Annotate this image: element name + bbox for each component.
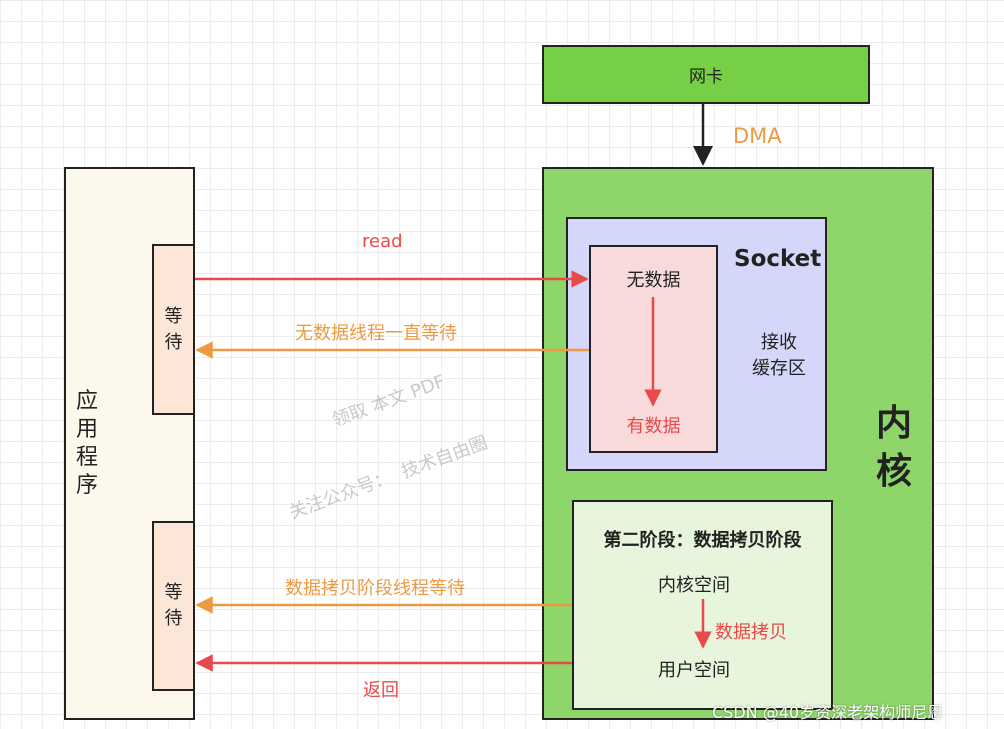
data-copy-label: 数据拷贝 [715, 622, 787, 643]
wait-label-2: 等 待 [164, 582, 183, 629]
credit-watermark: CSDN @40岁资深老架构师尼恩 [712, 703, 944, 722]
wait-box-1: 等 待 [152, 244, 195, 415]
no-data-label: 无数据 [626, 270, 681, 291]
socket-title: Socket [734, 246, 822, 272]
wait-copy-label: 数据拷贝阶段线程等待 [285, 578, 465, 599]
receive-buffer-label: 接收 缓存区 [752, 332, 806, 379]
user-space-label: 用户空间 [658, 660, 730, 681]
application-label: 应 用 程 序 [76, 389, 99, 498]
nic-box: 网卡 [542, 45, 870, 104]
wait-no-data-label: 无数据线程一直等待 [295, 323, 457, 344]
watermark-line-2: 关注公众号： 技术自由圈 [286, 432, 491, 524]
return-label: 返回 [363, 680, 399, 701]
read-label: read [362, 231, 403, 252]
kernel-label: 内 核 [876, 403, 913, 492]
has-data-label: 有数据 [626, 416, 681, 437]
dma-label: DMA [733, 124, 782, 148]
nic-label: 网卡 [689, 67, 723, 87]
kernel-space-label: 内核空间 [658, 575, 730, 596]
wait-box-2: 等 待 [152, 521, 195, 691]
watermark-line-1: 领取 本文 PDF [329, 371, 448, 432]
wait-label-1: 等 待 [164, 305, 183, 353]
copy-stage-title: 第二阶段：数据拷贝阶段 [603, 530, 802, 551]
